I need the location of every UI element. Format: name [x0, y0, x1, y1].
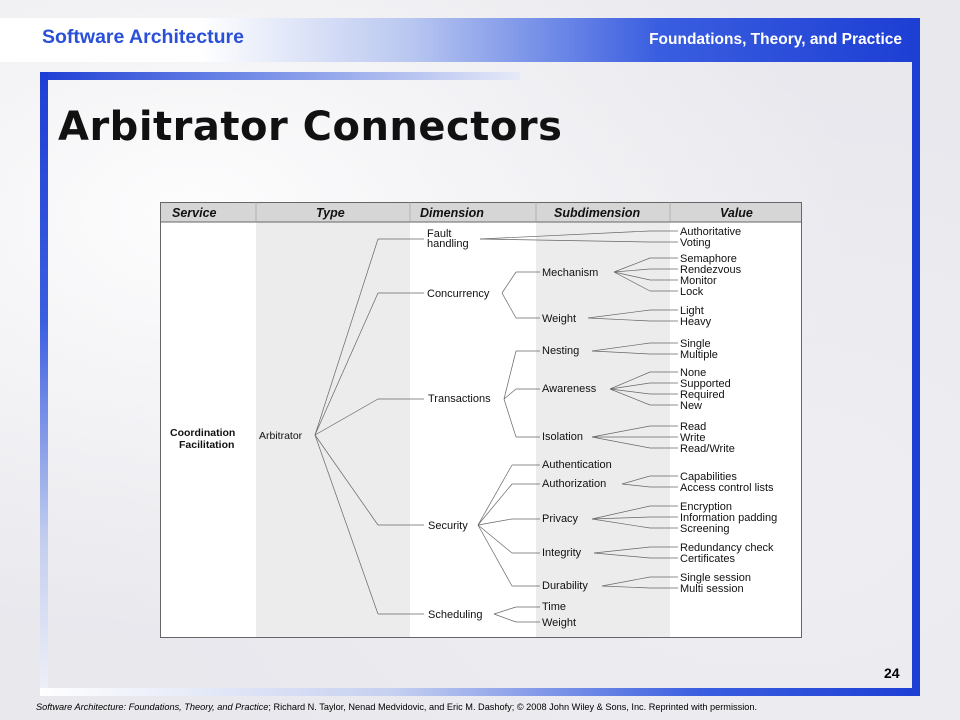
slide-title: Arbitrator Connectors: [58, 104, 563, 150]
value-item: New: [680, 400, 702, 412]
subdimension-column-shade: [536, 222, 670, 638]
header-dimension: Dimension: [420, 206, 484, 220]
page-number: 24: [884, 665, 900, 681]
header-value: Value: [720, 206, 753, 220]
brand-title: Software Architecture: [42, 26, 244, 48]
dimension-concurrency: Concurrency: [427, 288, 490, 300]
tree-connectors: [314, 230, 678, 623]
type-label: Arbitrator: [259, 430, 303, 442]
header-row: [160, 202, 802, 222]
sub-awareness: Awareness: [542, 383, 597, 395]
header-subdimension: Subdimension: [554, 206, 640, 220]
dimension-security: Security: [428, 520, 468, 532]
frame-top-rule: [40, 72, 520, 80]
value-item: Lock: [680, 286, 704, 298]
value-item: Supported: [680, 378, 731, 390]
value-item: Authoritative: [680, 226, 741, 238]
dimension-fault-line2: handling: [427, 238, 469, 250]
value-item: Multiple: [680, 349, 718, 361]
value-item: Screening: [680, 523, 730, 535]
value-item: Multi session: [680, 583, 744, 595]
sub-durability: Durability: [542, 580, 588, 592]
service-label-line1: Coordination: [170, 427, 235, 439]
sub-integrity: Integrity: [542, 547, 582, 559]
frame-left-rule: [40, 72, 48, 692]
value-item: Light: [680, 305, 704, 317]
value-item: Access control lists: [680, 482, 774, 494]
header-bar: Software Architecture Foundations, Theor…: [0, 18, 912, 62]
citation-footer: Software Architecture: Foundations, Theo…: [36, 702, 916, 712]
sub-isolation: Isolation: [542, 431, 583, 443]
table-border: [160, 202, 802, 638]
value-item: Single: [680, 338, 711, 350]
value-item: Voting: [680, 237, 711, 249]
sub-privacy: Privacy: [542, 513, 579, 525]
column-dividers: [255, 202, 671, 222]
value-item: Single session: [680, 572, 751, 584]
header-service: Service: [172, 206, 217, 220]
sub-mechanism: Mechanism: [542, 267, 598, 279]
brand-subtitle: Foundations, Theory, and Practice: [649, 31, 902, 48]
value-item: Information padding: [680, 512, 777, 524]
value-item: Read/Write: [680, 443, 735, 455]
value-item: Write: [680, 432, 705, 444]
value-item: Certificates: [680, 553, 736, 565]
sub-authentication: Authentication: [542, 459, 612, 471]
dimension-fault-line1: Fault: [427, 228, 451, 240]
value-item: Capabilities: [680, 471, 737, 483]
frame-right-rule: [912, 18, 920, 694]
taxonomy-diagram: Service Type Dimension Subdimension Valu…: [160, 202, 802, 638]
service-label-line2: Facilitation: [179, 439, 234, 451]
value-item: Redundancy check: [680, 542, 774, 554]
dimension-scheduling: Scheduling: [428, 609, 482, 621]
value-item: Heavy: [680, 316, 712, 328]
value-item: Read: [680, 421, 706, 433]
dimension-transactions: Transactions: [428, 393, 491, 405]
sub-time: Time: [542, 601, 566, 613]
value-item: None: [680, 367, 706, 379]
frame-bottom-rule: [40, 688, 920, 696]
value-item: Required: [680, 389, 725, 401]
sub-weight: Weight: [542, 313, 576, 325]
header-type: Type: [316, 206, 345, 220]
value-item: Semaphore: [680, 253, 737, 265]
citation-title: Software Architecture: Foundations, Theo…: [36, 702, 269, 712]
value-item: Monitor: [680, 275, 717, 287]
type-column-shade: [256, 222, 410, 638]
sub-authorization: Authorization: [542, 478, 606, 490]
sub-sched-weight: Weight: [542, 617, 576, 629]
citation-rest: ; Richard N. Taylor, Nenad Medvidovic, a…: [268, 702, 758, 712]
value-item: Rendezvous: [680, 264, 742, 276]
sub-nesting: Nesting: [542, 345, 579, 357]
value-item: Encryption: [680, 501, 732, 513]
